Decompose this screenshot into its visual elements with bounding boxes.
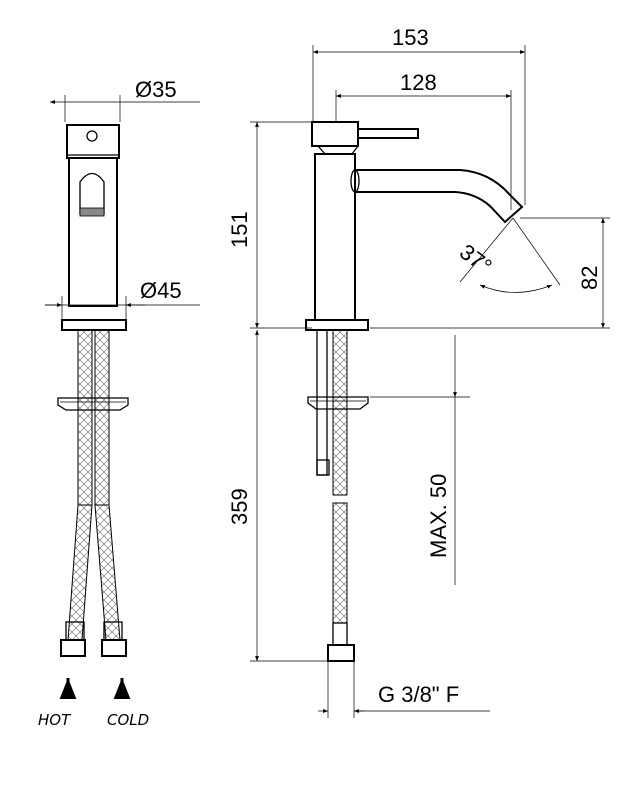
dim-height-outlet: 82 bbox=[577, 266, 602, 290]
dim-diameter-base: Ø45 bbox=[140, 278, 182, 303]
label-hot: HOT bbox=[38, 711, 72, 729]
dim-height-body: 151 bbox=[227, 211, 252, 248]
dim-max-thickness: MAX. 50 bbox=[426, 474, 451, 558]
dim-width-spout: 128 bbox=[400, 70, 437, 95]
front-view: Ø35 Ø45 HOT COLD bbox=[38, 77, 200, 729]
dim-length-hoses: 359 bbox=[227, 488, 252, 525]
dim-width-total: 153 bbox=[392, 25, 429, 50]
aerator bbox=[79, 207, 105, 217]
label-cold: COLD bbox=[107, 711, 149, 729]
dim-diameter-body: Ø35 bbox=[135, 77, 177, 102]
side-view: 153 128 151 37° 82 bbox=[227, 25, 610, 718]
dim-connection: G 3/8" F bbox=[378, 682, 459, 707]
